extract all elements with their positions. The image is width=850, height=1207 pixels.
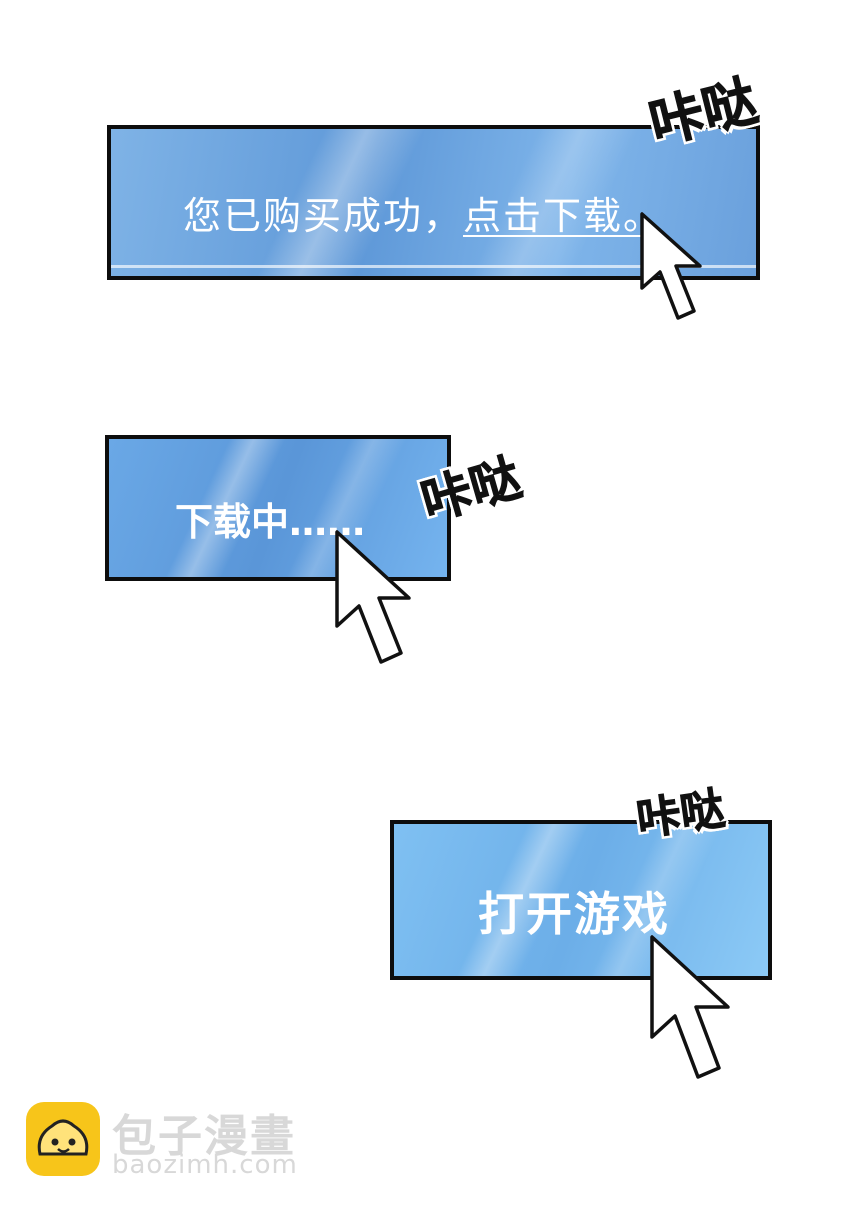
purchase-success-message: 您已购买成功，点击下载。 (183, 185, 663, 240)
purchase-message-text: 您已购买成功， (183, 194, 464, 238)
site-watermark: 包子漫畫 baozimh.com (24, 1100, 324, 1180)
arrow-pointer-icon (333, 528, 417, 674)
arrow-pointer-icon (648, 933, 734, 1089)
click-sound-effect: 咔哒 (633, 783, 728, 847)
open-game-label: 打开游戏 (478, 887, 670, 941)
open-game-button[interactable]: 打开游戏 (390, 820, 772, 980)
panel-divider (111, 265, 756, 268)
bun-logo-icon (26, 1102, 100, 1176)
downloading-message: 下载中…… (175, 500, 366, 544)
arrow-pointer-icon (638, 210, 708, 330)
watermark-url: baozimh.com (112, 1150, 298, 1180)
download-link[interactable]: 点击下载。 (463, 194, 664, 238)
watermark-title: 包子漫畫 (112, 1111, 296, 1162)
downloading-dialog: 下载中…… (105, 435, 451, 581)
purchase-success-dialog: 您已购买成功，点击下载。 (107, 125, 760, 280)
